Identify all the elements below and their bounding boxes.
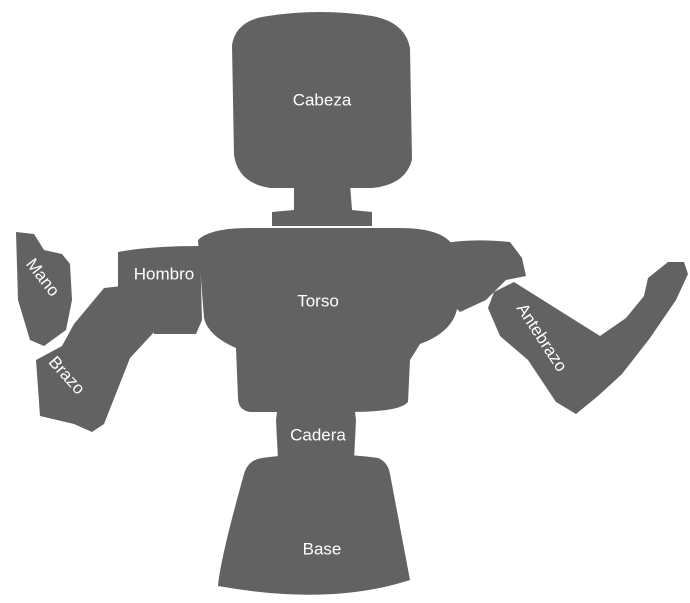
neck-shape (272, 184, 372, 226)
torso-shape (198, 228, 458, 412)
right-forearm-shape (488, 262, 688, 414)
label-cadera: Cadera (290, 425, 346, 444)
label-torso: Torso (297, 291, 339, 310)
base-shape (218, 454, 410, 595)
label-cabeza: Cabeza (293, 90, 352, 109)
label-hombro: Hombro (134, 264, 194, 283)
label-base: Base (303, 539, 342, 558)
